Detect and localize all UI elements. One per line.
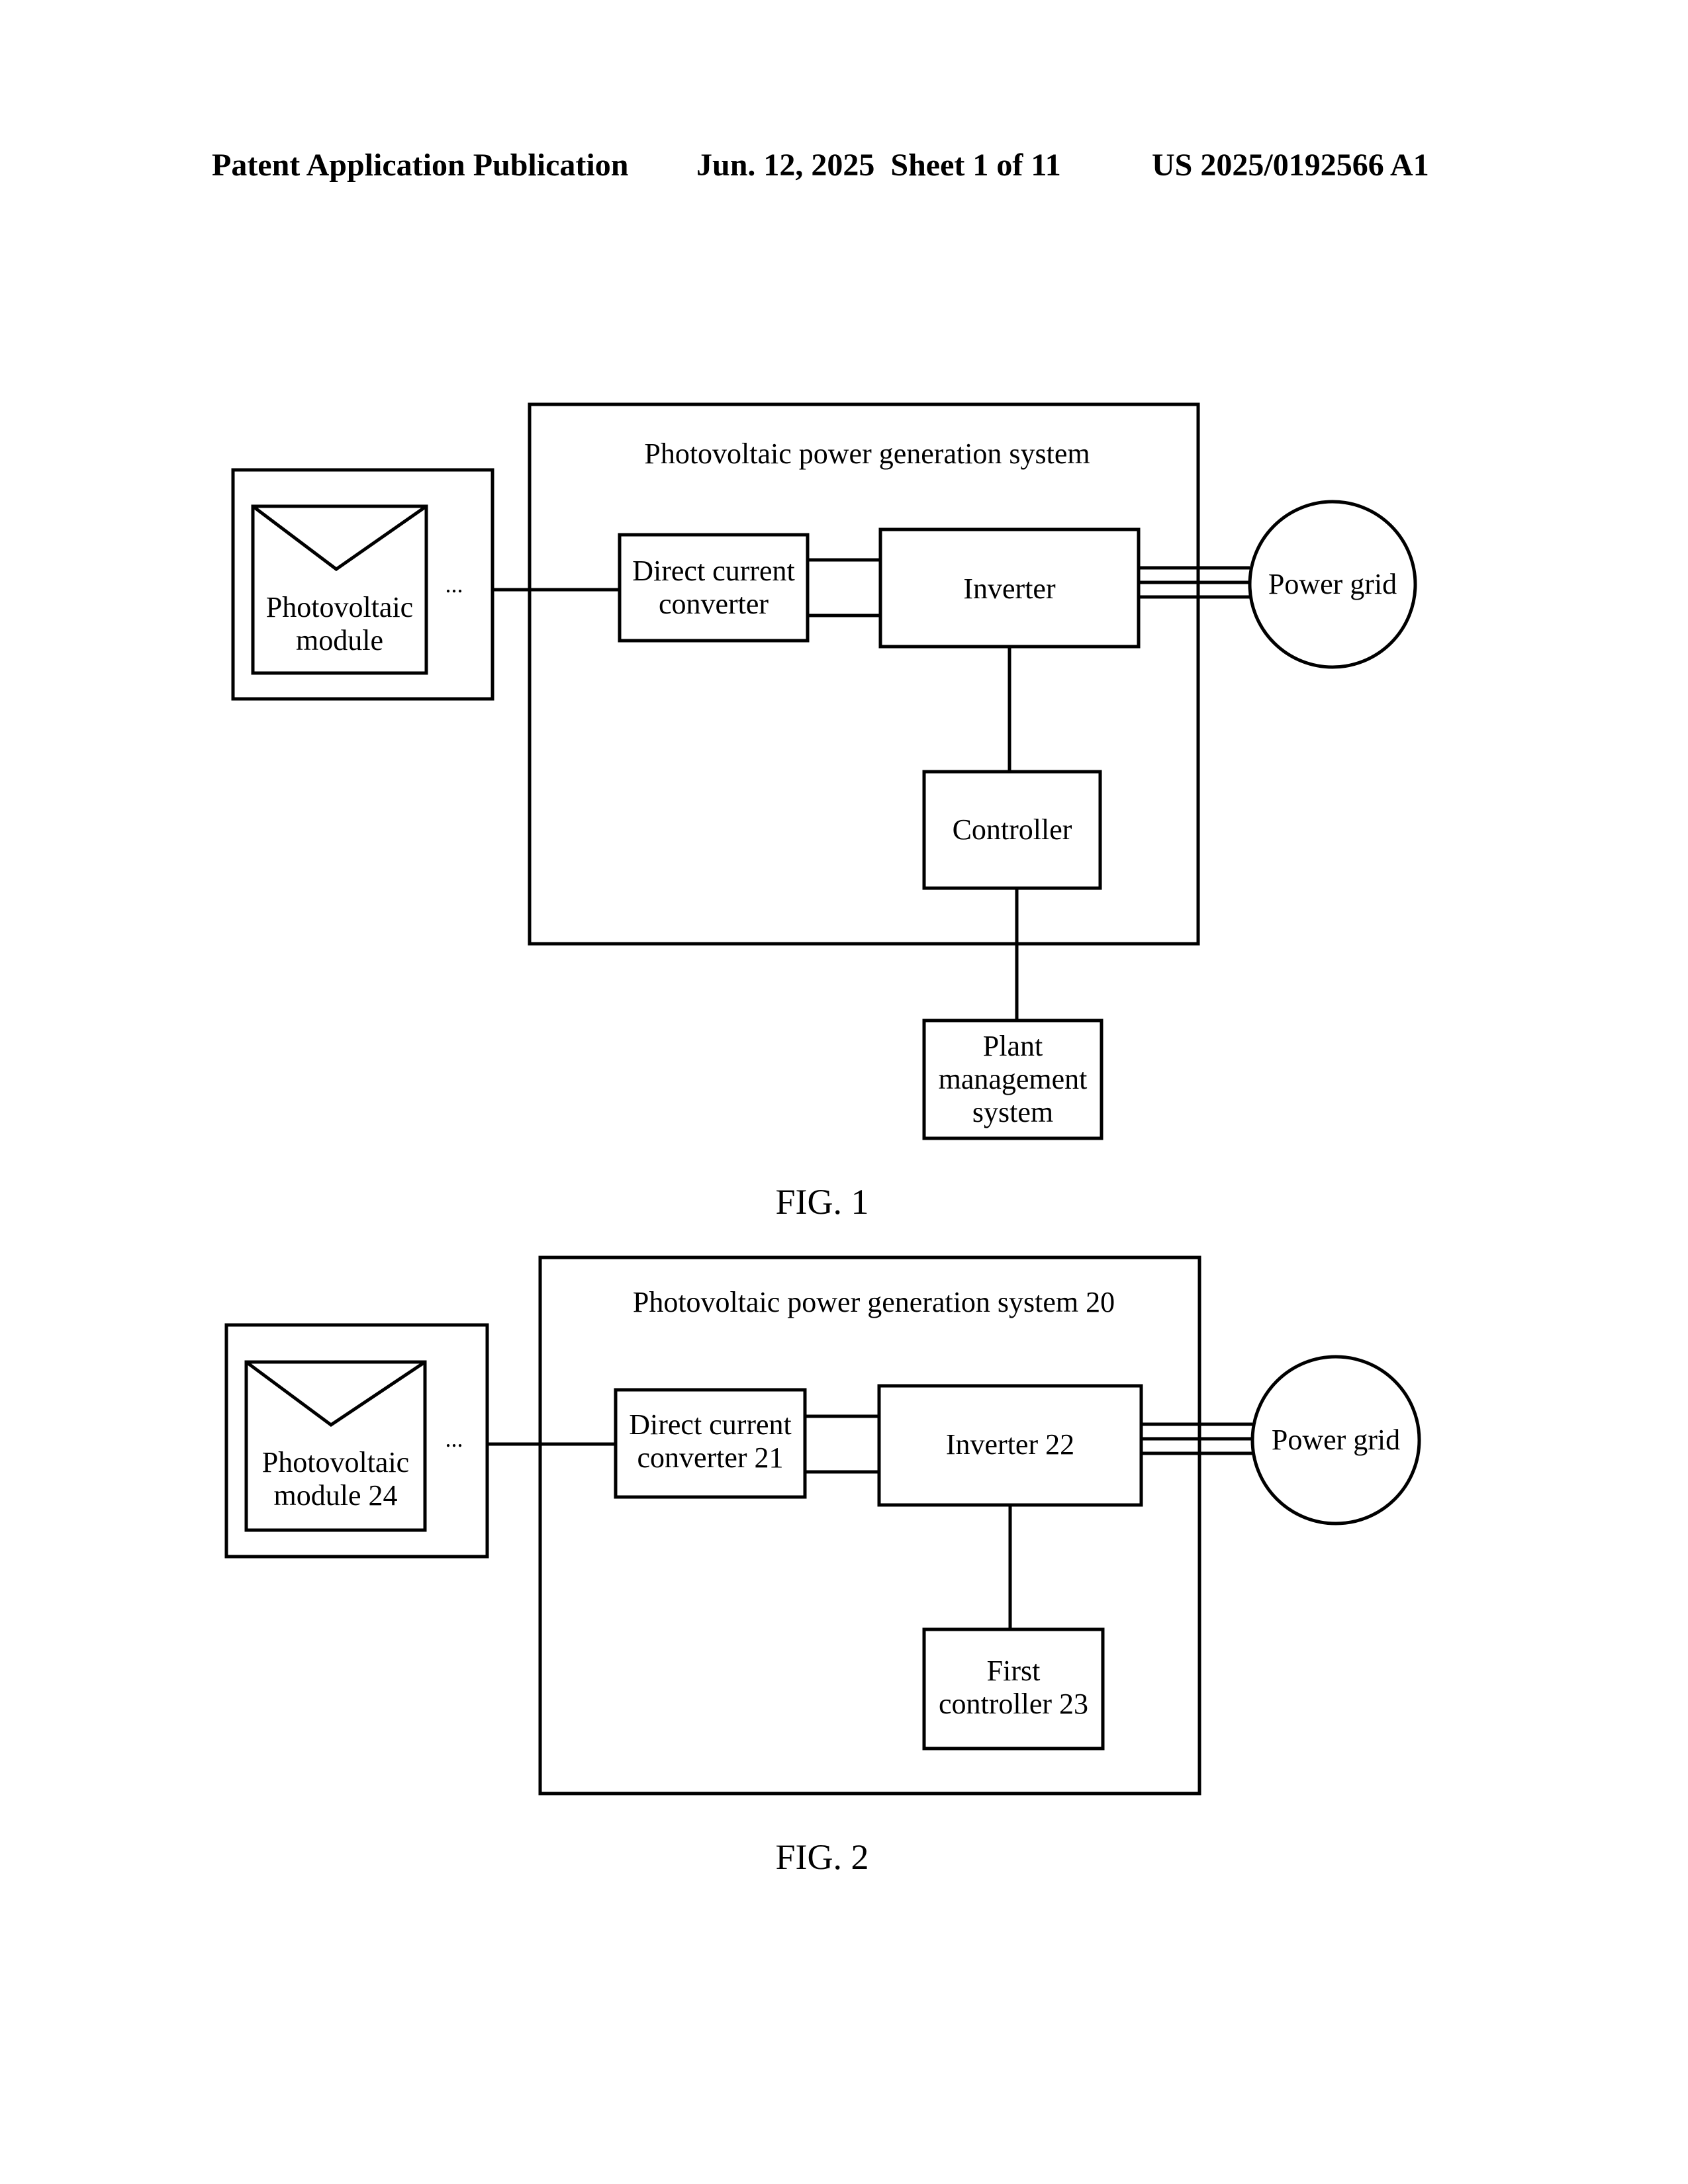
fig2-system-label: Photovoltaic power generation system 20 — [633, 1286, 1115, 1318]
fig2-controller-label-line1: First — [987, 1655, 1041, 1687]
fig1-inverter-label: Inverter — [963, 572, 1056, 605]
fig2-pv-label-line2: module 24 — [274, 1479, 398, 1512]
fig2-dc-label-line2: converter 21 — [637, 1441, 783, 1474]
fig2-pv-label-line1: Photovoltaic — [262, 1446, 409, 1479]
fig2-controller-label-line2: controller 23 — [939, 1688, 1088, 1720]
fig2-dc-label-line1: Direct current — [629, 1408, 792, 1441]
fig2-system-box — [540, 1257, 1199, 1794]
fig1: Photovoltaic power generation system Pho… — [233, 404, 1415, 1222]
fig1-plant-label-line3: system — [972, 1096, 1053, 1128]
fig1-pv-envelope-icon — [253, 506, 426, 569]
fig1-caption: FIG. 1 — [775, 1182, 868, 1222]
fig1-system-box — [530, 404, 1198, 944]
fig1-plant-label-line1: Plant — [983, 1030, 1043, 1062]
fig2-ellipsis: ... — [445, 1426, 463, 1452]
fig1-ellipsis: ... — [445, 571, 463, 598]
fig2-inverter-label: Inverter 22 — [946, 1428, 1074, 1461]
fig2-caption: FIG. 2 — [775, 1837, 868, 1877]
fig2: Photovoltaic power generation system 20 … — [226, 1257, 1419, 1877]
fig1-pv-label-line1: Photovoltaic — [266, 591, 413, 623]
fig1-pv-label-line2: module — [296, 624, 383, 657]
fig2-power-grid-label: Power grid — [1272, 1424, 1400, 1456]
fig2-pv-envelope-icon — [246, 1362, 425, 1425]
fig1-plant-label-line2: management — [939, 1063, 1088, 1095]
fig1-power-grid-label: Power grid — [1268, 568, 1397, 600]
fig1-controller-label: Controller — [953, 813, 1072, 846]
fig1-dc-label-line2: converter — [659, 588, 769, 620]
fig1-system-label: Photovoltaic power generation system — [644, 437, 1090, 470]
fig1-dc-label-line1: Direct current — [632, 555, 795, 587]
